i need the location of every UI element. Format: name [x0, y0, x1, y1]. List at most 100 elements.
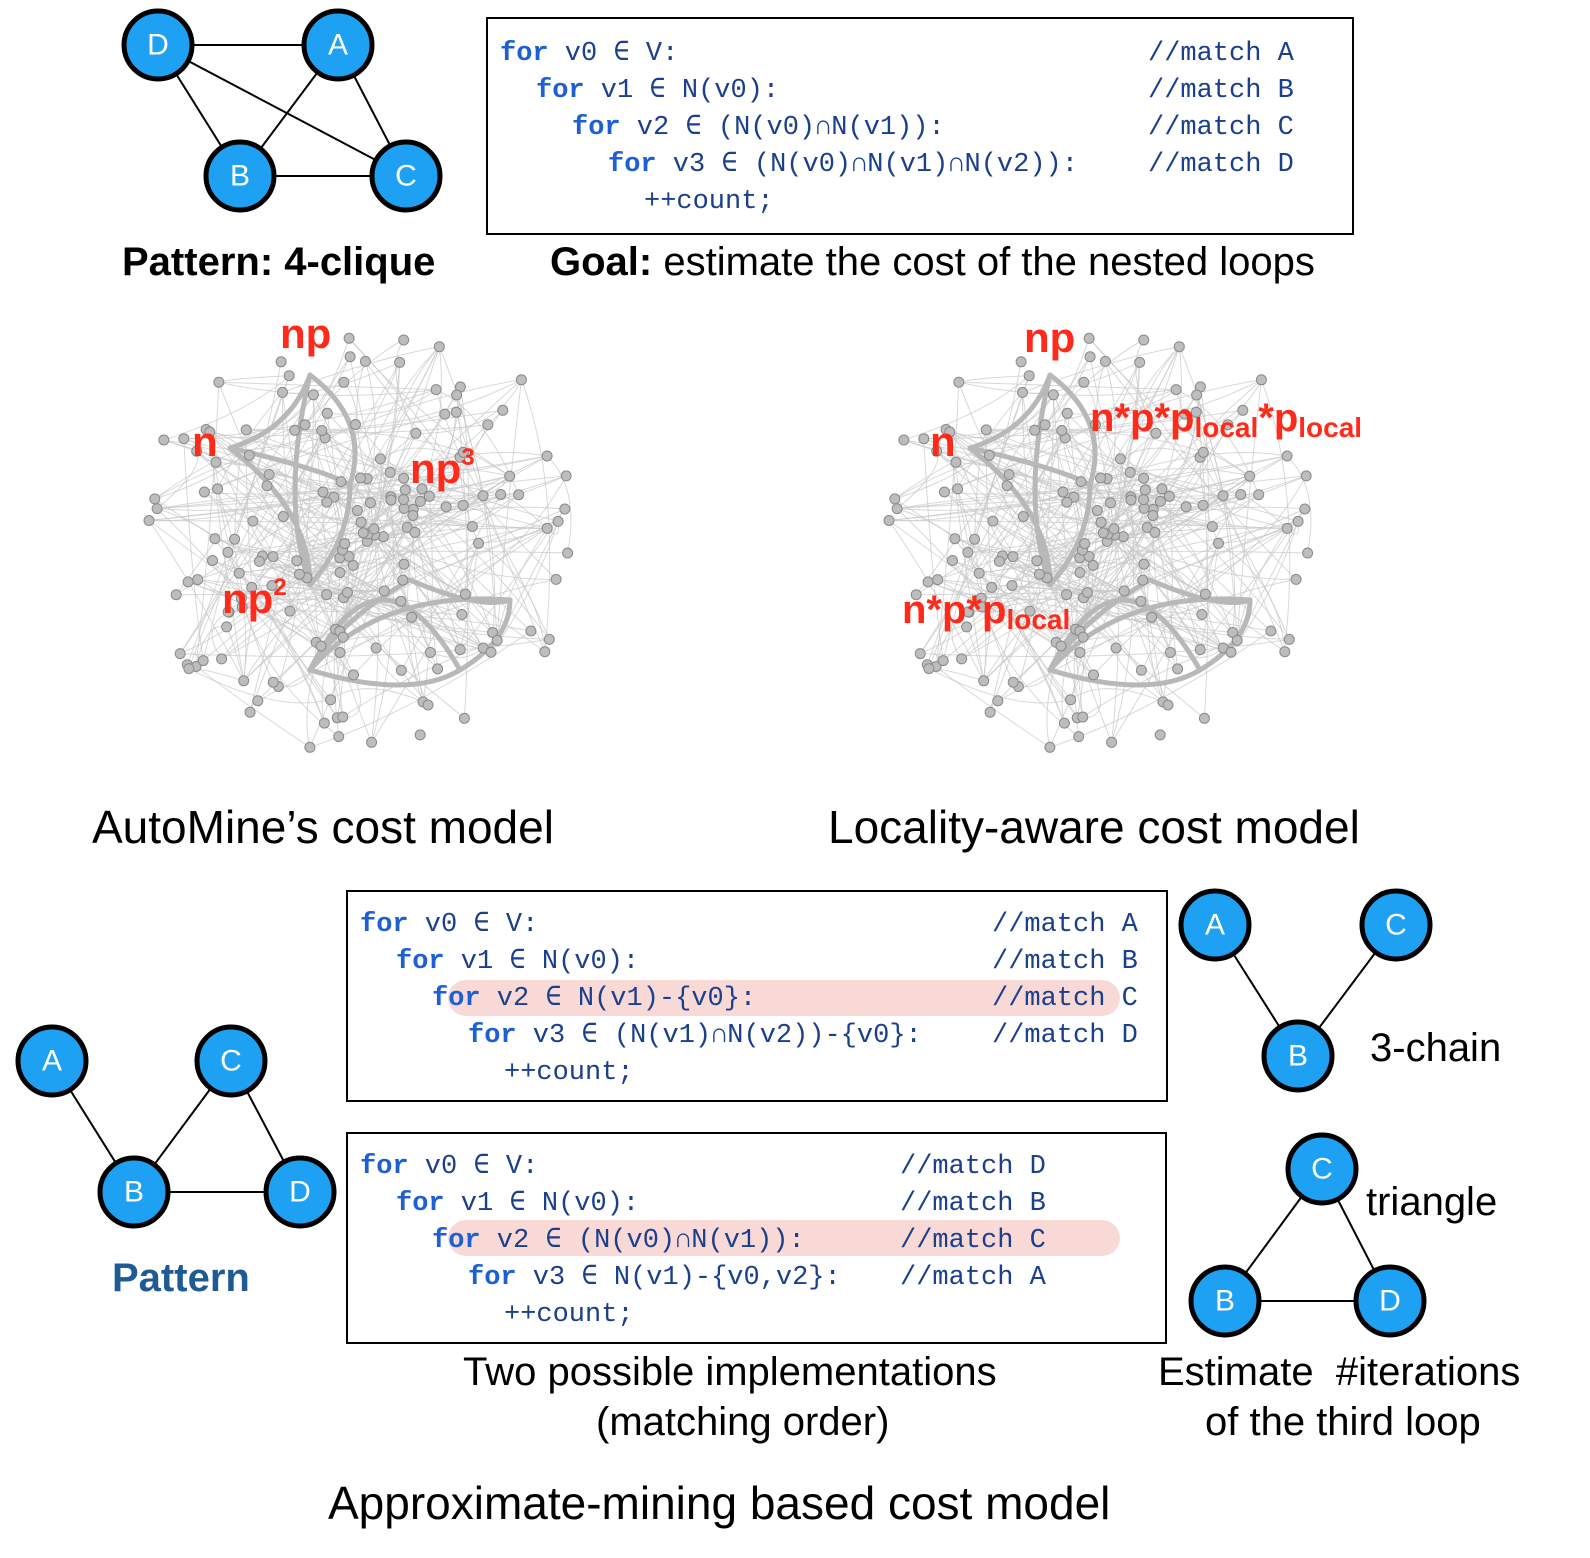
graph-edge	[412, 515, 439, 670]
graph-edge	[356, 361, 368, 479]
graph-node	[1172, 663, 1184, 675]
footer-caption: Approximate-mining based cost model	[328, 1477, 1111, 1529]
graph-node	[1078, 376, 1090, 388]
graph-node	[1074, 567, 1086, 578]
graph-node	[1235, 489, 1247, 500]
graph-node	[1179, 408, 1191, 420]
graph-edge	[1236, 379, 1262, 641]
graph-node	[1237, 404, 1249, 416]
svg-text:D: D	[147, 29, 169, 62]
graph-edge	[1066, 412, 1206, 595]
graph-node	[350, 419, 361, 430]
graph-node	[244, 706, 256, 718]
graph-edge	[920, 638, 1290, 657]
graph-node	[1023, 370, 1035, 382]
graph-node	[407, 510, 419, 521]
graph-edge	[1260, 379, 1291, 652]
graph-node	[454, 644, 466, 656]
graph-edge	[894, 437, 1066, 500]
graph-node	[266, 580, 278, 591]
graph-node	[543, 633, 555, 645]
graph-node	[337, 631, 349, 643]
graph-edge	[180, 638, 550, 657]
graph-node	[432, 663, 444, 675]
graph-node	[343, 332, 355, 344]
code-comment: //match A	[1148, 39, 1294, 69]
graph-edge	[360, 477, 548, 529]
graph-node	[1108, 523, 1120, 535]
estimate-caption-line2: of the third loop	[1205, 1400, 1481, 1444]
graph-edge	[1143, 412, 1197, 509]
graph-node	[1253, 489, 1265, 501]
svg-text:C: C	[395, 160, 417, 193]
graph-node	[357, 527, 369, 539]
graph-node	[198, 486, 210, 498]
graph-edge	[958, 382, 990, 456]
graph-node	[986, 581, 998, 593]
graph-node	[374, 453, 386, 465]
graph-edge	[896, 508, 956, 540]
graph-node	[956, 653, 968, 665]
graph-node	[337, 711, 349, 723]
graph-node	[1281, 450, 1293, 462]
clique-node-b: B	[203, 139, 277, 213]
svg-text:A: A	[1205, 909, 1225, 942]
graph-node	[1164, 647, 1176, 658]
graph-edge	[923, 438, 959, 489]
graph-edge	[978, 430, 1063, 574]
graph-edge	[1111, 543, 1219, 743]
graph-edge	[209, 431, 501, 495]
graph-node	[398, 558, 410, 570]
impl-caption-line1: Two possible implementations	[463, 1350, 997, 1394]
graph-edge	[183, 430, 323, 450]
graph-node	[525, 625, 537, 637]
graph-edge	[156, 508, 216, 540]
highlighted-clique-edge	[1047, 597, 1203, 673]
code-comment: //match C	[900, 1226, 1046, 1256]
code-line: ++count;	[644, 187, 774, 217]
graph-node	[1090, 419, 1101, 430]
graph-node	[1065, 694, 1077, 706]
graph-node	[482, 419, 494, 431]
graph-node	[210, 456, 222, 468]
graph-node	[1197, 446, 1209, 458]
svg-text:B: B	[1215, 1285, 1235, 1318]
graph-node	[1138, 558, 1150, 570]
graph-node	[277, 386, 288, 398]
graph-edge	[246, 429, 548, 529]
graph-edge	[1196, 394, 1209, 719]
svg-text:A: A	[42, 1045, 62, 1078]
svg-text:D: D	[1379, 1285, 1401, 1318]
graph-edge	[1199, 543, 1219, 650]
graph-node	[495, 489, 507, 500]
chain-node-b: B	[1261, 1019, 1335, 1093]
graph-node	[1137, 574, 1149, 586]
graph-edge	[1061, 430, 1224, 497]
graph-node	[395, 664, 407, 676]
graph-node	[216, 653, 228, 665]
graph-edge	[986, 429, 1288, 529]
graph-edge	[272, 556, 412, 618]
graph-node	[889, 493, 901, 505]
graph-edge	[228, 508, 566, 613]
graph-node	[398, 472, 410, 484]
graph-edge	[968, 494, 1259, 613]
graph-node	[439, 408, 451, 420]
highlighted-clique-edge	[307, 482, 353, 588]
graph-node	[552, 515, 564, 527]
svg-text:B: B	[124, 1176, 144, 1209]
graph-node	[1007, 551, 1019, 563]
graph-edge	[1104, 361, 1297, 580]
graph-node	[341, 587, 353, 598]
graph-node	[541, 522, 553, 534]
graph-node	[370, 642, 382, 654]
clique-edge	[157, 44, 407, 177]
graph-edge	[367, 346, 440, 535]
graph-edge	[195, 382, 220, 667]
graph-node	[1173, 341, 1185, 353]
graph-node	[1001, 480, 1013, 492]
code-keyword: for	[360, 1152, 409, 1182]
graph-edge	[1044, 339, 1144, 426]
graph-edge	[312, 394, 344, 718]
